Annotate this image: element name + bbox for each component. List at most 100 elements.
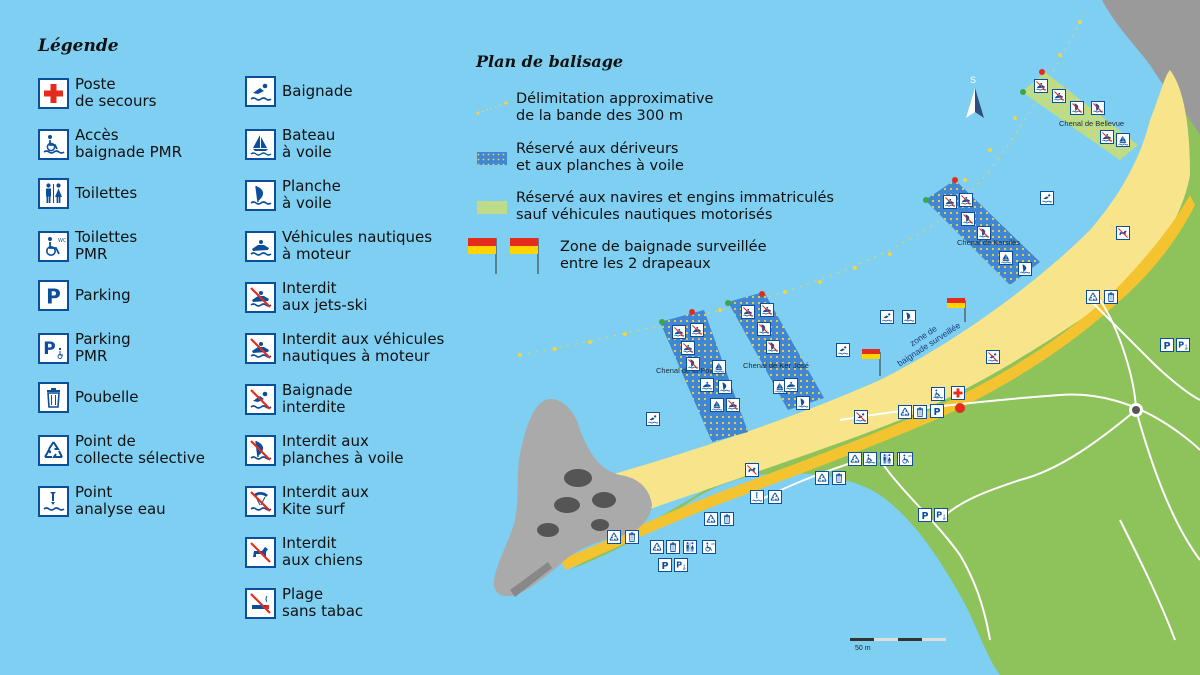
svg-text:WC: WC xyxy=(908,455,912,458)
no-windsurf-icon xyxy=(245,434,276,466)
trash-bin-icon xyxy=(913,405,927,419)
legend-label: Baignade interdite xyxy=(282,381,353,416)
legend-item-no-windsurf: Interdit aux planches à voile xyxy=(245,433,404,467)
recycling-icon xyxy=(607,530,621,544)
compass-icon xyxy=(966,88,984,118)
no-smoking-icon xyxy=(245,587,276,619)
legend-label: Interdit aux planches à voile xyxy=(282,432,404,467)
legend-label: Toilettes PMR xyxy=(75,228,138,263)
channel-buoys xyxy=(659,69,1045,325)
legend-label: Baignade xyxy=(282,82,353,100)
swimming-icon xyxy=(1040,191,1054,205)
jetty xyxy=(510,562,552,597)
legend-item-water-analysis: Point analyse eau xyxy=(38,484,166,518)
legend-item-jetski: Véhicules nautiques à moteur xyxy=(245,229,432,263)
rock xyxy=(554,497,580,513)
svg-text:P: P xyxy=(43,339,55,359)
no-motor-vehicles-icon xyxy=(959,193,973,207)
land-area xyxy=(570,0,1200,675)
legend-item-parking: P Parking xyxy=(38,280,131,311)
plan-item-boundary: Délimitation approximative de la bande d… xyxy=(476,91,713,125)
no-jetski-icon xyxy=(1034,79,1048,93)
svg-text:WC: WC xyxy=(711,543,715,546)
legend-item-sailboat: Bateau à voile xyxy=(245,127,335,161)
plan-title: Plan de balisage xyxy=(476,52,624,71)
cliff-area xyxy=(1102,0,1200,135)
toilets-icon xyxy=(683,540,697,554)
pmr-parking-icon: P xyxy=(674,558,688,572)
windsurf-icon xyxy=(718,380,732,394)
300m-boundary-line xyxy=(519,14,1086,356)
svg-text:P: P xyxy=(676,560,682,570)
legend-item-toilets: Toilettes xyxy=(38,178,137,209)
sailboat-icon xyxy=(999,251,1013,265)
legend-item-swimming: Baignade xyxy=(245,76,353,107)
pmr-parking-icon: P xyxy=(38,332,69,364)
no-motor-vehicles-icon xyxy=(690,323,704,337)
recycling-icon xyxy=(848,452,862,466)
first-aid-icon xyxy=(951,386,965,400)
legend-label: Parking PMR xyxy=(75,330,131,365)
windsurf-icon xyxy=(1018,262,1032,276)
pmr-parking-icon: P xyxy=(934,508,948,522)
compass-label: S xyxy=(970,75,977,85)
windsurf-icon xyxy=(245,179,276,211)
water-analysis-icon xyxy=(38,485,69,517)
legend-item-recycling: Point de collecte sélective xyxy=(38,433,205,467)
toilets-icon xyxy=(880,452,894,466)
legend-item-pmr-swim: Accès baignade PMR xyxy=(38,127,182,161)
svg-text:P: P xyxy=(1163,341,1170,351)
rock xyxy=(592,492,616,508)
recycling-icon xyxy=(38,434,69,466)
legend-label: Toilettes xyxy=(75,184,138,202)
swimming-icon xyxy=(836,343,850,357)
water-analysis-icon xyxy=(750,490,764,504)
legend-item-first-aid: Poste de secours xyxy=(38,76,156,110)
flags-symbol xyxy=(466,236,546,276)
pmr-swim-icon xyxy=(38,128,69,160)
legend-label: Interdit aux jets-ski xyxy=(282,279,368,314)
legend-item-no-kitesurf: Interdit aux Kite surf xyxy=(245,484,369,518)
sailboat-icon xyxy=(773,380,787,394)
jetski-icon xyxy=(700,378,714,392)
legend-title: Légende xyxy=(38,36,119,56)
pmr-toilets-icon: WC xyxy=(702,540,716,554)
parking-icon: P xyxy=(918,508,932,522)
rocky-headland xyxy=(493,399,652,597)
no-windsurf-icon xyxy=(1070,101,1084,115)
recycling-icon xyxy=(704,512,718,526)
roundabout-center xyxy=(1132,406,1140,414)
svg-text:P: P xyxy=(46,285,61,309)
no-windsurf-icon xyxy=(961,212,975,226)
svg-text:P: P xyxy=(661,561,668,571)
svg-text:P: P xyxy=(933,407,940,417)
swimming-icon xyxy=(646,412,660,426)
swimming-icon xyxy=(880,310,894,324)
roads xyxy=(759,299,1200,641)
svg-text:P: P xyxy=(936,510,942,520)
no-swimming-icon xyxy=(986,350,1000,364)
rock xyxy=(537,523,559,537)
legend-item-pmr-toilets: WC Toilettes PMR xyxy=(38,229,137,263)
no-motor-vehicles-icon xyxy=(1052,89,1066,103)
pmr-toilets-icon: WC xyxy=(38,230,69,262)
svg-text:WC: WC xyxy=(58,238,66,244)
legend-label: Point analyse eau xyxy=(75,483,166,518)
legend-label: Accès baignade PMR xyxy=(75,126,183,161)
sailboat-icon xyxy=(245,128,276,160)
recycling-icon xyxy=(1086,290,1100,304)
legend-item-no-swimming: Baignade interdite xyxy=(245,382,353,416)
no-jetski-icon xyxy=(726,398,740,412)
first-aid-post-marker xyxy=(955,403,965,413)
no-windsurf-icon xyxy=(757,322,771,336)
no-jetski-icon xyxy=(943,195,957,209)
recycling-icon xyxy=(650,540,664,554)
parking-icon: P xyxy=(930,404,944,418)
rock xyxy=(591,519,609,531)
no-jetski-icon xyxy=(672,325,686,339)
chenal-label-ker-jose: Chenal de Ker José xyxy=(743,361,809,370)
chenal-label-kersiles: Chenal de Kersilès xyxy=(957,238,1020,247)
legend-label: Parking xyxy=(75,286,131,304)
sailboat-icon xyxy=(712,360,726,374)
jetski-icon xyxy=(245,230,276,262)
